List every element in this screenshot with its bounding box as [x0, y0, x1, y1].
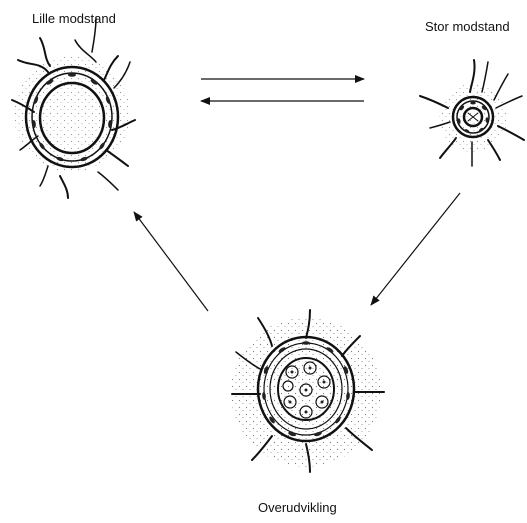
arrow-overdevelopment-to-small [134, 212, 208, 311]
vessel-large-resistance [420, 60, 524, 166]
vessel-overdevelopment [231, 310, 384, 472]
label-large-resistance: Stor modstand [425, 19, 510, 35]
label-overdevelopment: Overudvikling [258, 500, 337, 516]
label-small-resistance: Lille modstand [32, 11, 116, 27]
vessel-small-resistance [12, 18, 135, 198]
arrow-large-to-overdevelopment [371, 193, 460, 305]
